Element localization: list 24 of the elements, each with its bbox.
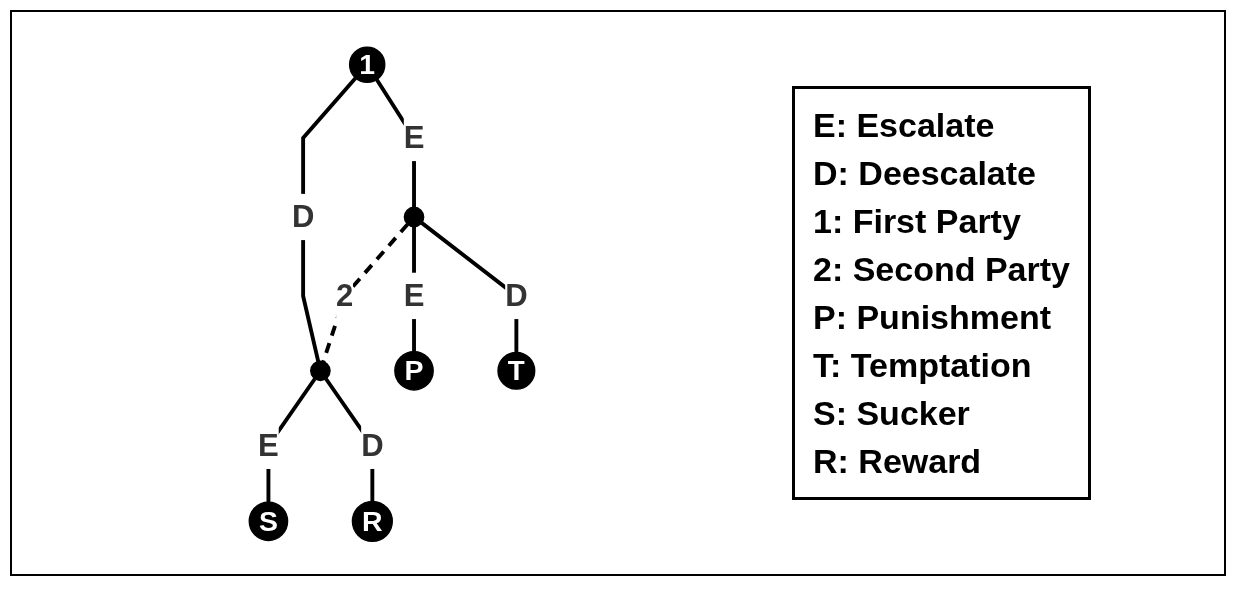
edge-label: E xyxy=(403,119,425,155)
node-circle: R xyxy=(351,500,393,542)
connector xyxy=(301,76,358,362)
legend-entry: T: Temptation xyxy=(813,345,1033,386)
legend-entry: D: Deescalate xyxy=(813,153,1037,194)
legend-entry: E: Escalate xyxy=(813,105,996,146)
edge-label: E xyxy=(403,277,425,313)
edge-label: D xyxy=(361,427,384,463)
connector xyxy=(321,222,410,363)
node-circle: T xyxy=(497,351,536,390)
node-circle xyxy=(403,206,425,228)
legend-entry: S: Sucker xyxy=(813,393,971,434)
node-circle: S xyxy=(248,501,289,542)
legend-entry: 1: First Party xyxy=(813,201,1022,242)
legend-entry: R: Reward xyxy=(813,441,983,482)
legend-entry: P: Punishment xyxy=(813,297,1053,338)
edge-label: 2 xyxy=(336,277,354,313)
node-circle xyxy=(310,360,331,382)
edge-label: E xyxy=(258,427,279,463)
node-circle: P xyxy=(394,350,434,391)
edge-label: D xyxy=(505,277,528,313)
legend-entry: 2: Second Party xyxy=(813,249,1070,290)
node-circle: 1 xyxy=(348,46,386,83)
edge-label: D xyxy=(291,198,315,234)
